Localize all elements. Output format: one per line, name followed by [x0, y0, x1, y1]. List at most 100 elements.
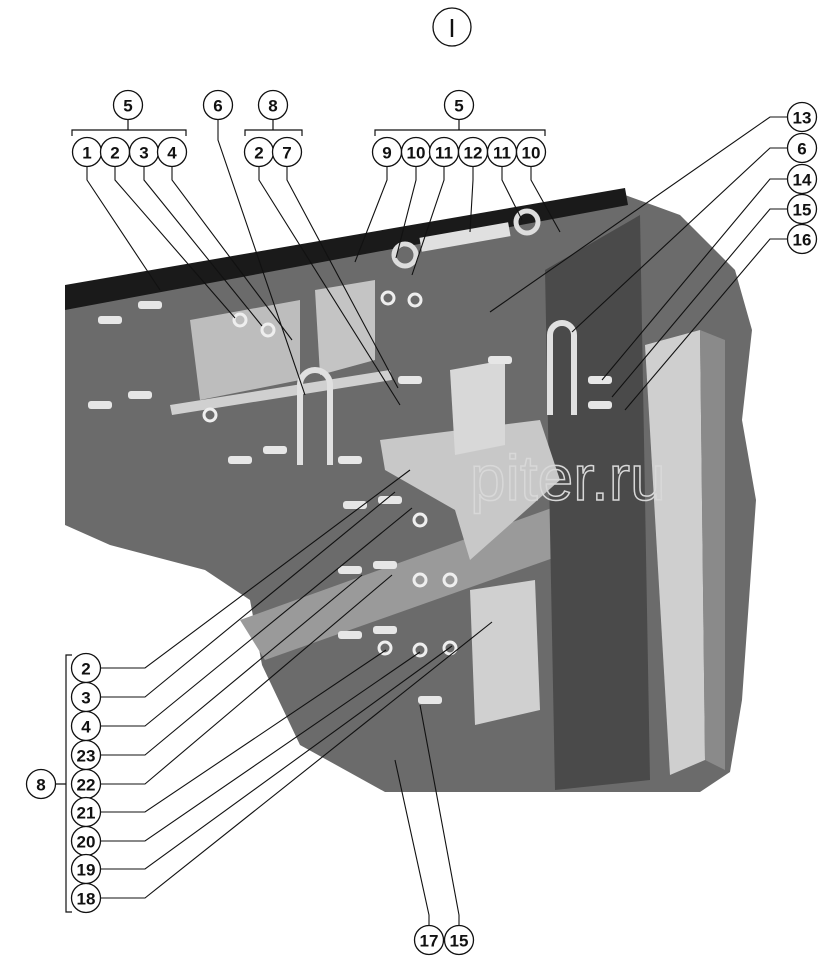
svg-text:6: 6 [213, 97, 222, 116]
svg-text:23: 23 [77, 747, 96, 766]
part-label-4: 4 [156, 136, 188, 168]
group-label-8: 8 [257, 89, 289, 121]
leader-line [101, 649, 387, 813]
leader-line [501, 167, 523, 221]
bolt [373, 561, 397, 569]
leader-lines [86, 116, 787, 925]
bolt [228, 456, 252, 464]
leader-line [489, 116, 787, 313]
svg-text:2: 2 [110, 144, 119, 163]
group-bracket [244, 120, 303, 136]
leader-line [101, 621, 493, 899]
svg-text:4: 4 [81, 718, 91, 737]
part-label-10: 10 [515, 136, 547, 168]
svg-text:17: 17 [420, 932, 439, 951]
leader-line [571, 147, 787, 333]
svg-text:18: 18 [77, 890, 96, 909]
svg-text:21: 21 [77, 804, 96, 823]
part-label-3: 3 [70, 681, 102, 713]
bolt [128, 391, 152, 399]
leader-line [101, 574, 393, 785]
part-label-1: 1 [71, 136, 103, 168]
part-label-10: 10 [400, 136, 432, 168]
leader-line [171, 167, 293, 341]
washer [380, 290, 396, 306]
svg-text:9: 9 [382, 144, 391, 163]
bolts [88, 290, 612, 704]
leader-line [217, 120, 306, 396]
pin [419, 222, 511, 252]
ring [391, 241, 419, 269]
washer [260, 322, 276, 338]
left-plate-2 [315, 280, 375, 375]
leader-line [101, 491, 396, 698]
vertical-rail-flange [700, 330, 725, 770]
part-label-23: 23 [70, 739, 102, 771]
bolt [338, 566, 362, 574]
svg-text:3: 3 [139, 144, 148, 163]
leader-line [395, 167, 417, 259]
leader-line [101, 507, 413, 727]
leader-line [411, 167, 445, 276]
svg-text:8: 8 [36, 776, 45, 795]
svg-text:8: 8 [268, 97, 277, 116]
washer [232, 312, 248, 328]
part-label-17: 17 [413, 924, 445, 956]
leader-line [101, 645, 453, 870]
svg-text:2: 2 [254, 144, 263, 163]
leader-line [143, 167, 263, 327]
washer [202, 407, 218, 423]
group-bracket [374, 120, 546, 136]
leader-line [286, 167, 399, 389]
group-label-5: 5 [443, 89, 475, 121]
bolt [338, 631, 362, 639]
lower-plate [470, 580, 540, 725]
svg-text:22: 22 [77, 776, 96, 795]
group-brackets [56, 120, 546, 913]
watermark: piter.ru [470, 442, 666, 514]
svg-text:10: 10 [407, 144, 426, 163]
bolt [588, 376, 612, 384]
bolt [338, 456, 362, 464]
part-label-11: 11 [428, 136, 460, 168]
part-label-18: 18 [70, 882, 102, 914]
bolt [488, 356, 512, 364]
u-bolt [547, 320, 577, 415]
leader-line [611, 208, 787, 398]
part-label-6: 6 [786, 132, 818, 164]
bolt [138, 301, 162, 309]
svg-text:14: 14 [793, 171, 812, 190]
svg-text:12: 12 [464, 144, 483, 163]
group-label-6: 6 [202, 89, 234, 121]
svg-text:10: 10 [522, 144, 541, 163]
cross-bar [170, 370, 392, 415]
washer [442, 640, 458, 656]
leader-line [101, 574, 363, 756]
group-label-5: 5 [112, 89, 144, 121]
svg-text:3: 3 [81, 689, 90, 708]
svg-text:4: 4 [167, 144, 177, 163]
bolt [418, 696, 442, 704]
part-label-11: 11 [486, 136, 518, 168]
leader-line [419, 704, 460, 925]
leader-line [258, 167, 401, 406]
part-label-7: 7 [271, 136, 303, 168]
part-label-15: 15 [443, 924, 475, 956]
bolt [88, 401, 112, 409]
svg-text:19: 19 [77, 861, 96, 880]
svg-text:5: 5 [454, 97, 463, 116]
part-label-22: 22 [70, 768, 102, 800]
upright-bracket [450, 360, 505, 455]
washer [412, 512, 428, 528]
part-label-13: 13 [786, 101, 818, 133]
svg-text:15: 15 [793, 201, 812, 220]
part-label-2: 2 [243, 136, 275, 168]
vertical-rail [645, 330, 705, 775]
svg-text:I: I [448, 13, 455, 43]
svg-text:11: 11 [435, 144, 453, 163]
svg-text:5: 5 [123, 97, 132, 116]
machine-illustration: piter.ru [65, 188, 756, 792]
svg-text:16: 16 [793, 231, 812, 250]
part-label-12: 12 [457, 136, 489, 168]
part-label-3: 3 [128, 136, 160, 168]
